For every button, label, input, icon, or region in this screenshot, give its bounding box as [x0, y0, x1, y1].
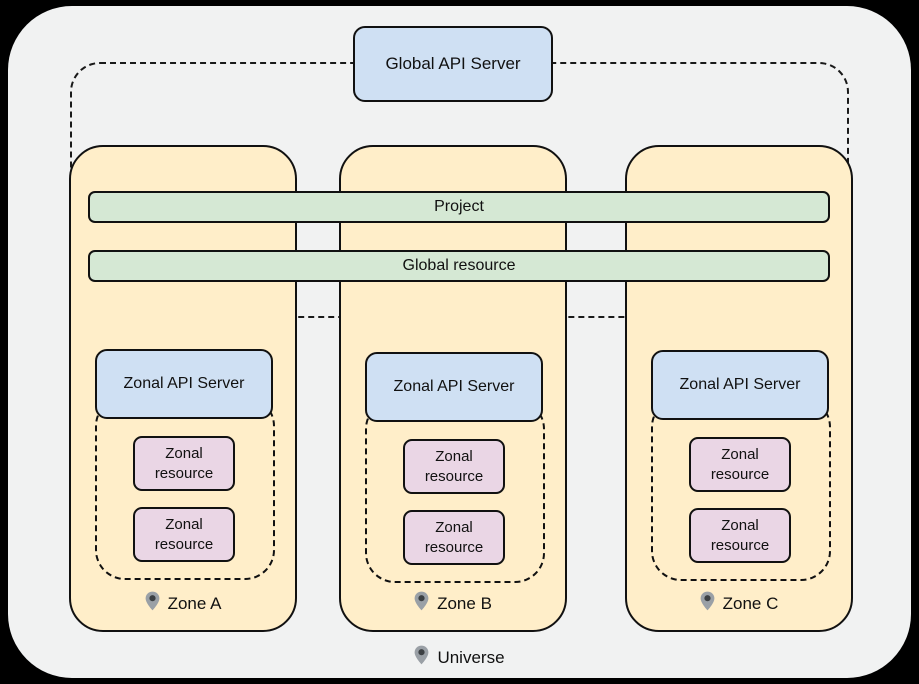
zonal-resource-line2: resource	[154, 535, 214, 553]
zonal-resource-line1: Zonal	[165, 445, 203, 462]
zonal-api-server-c[interactable]: Zonal API Server	[651, 350, 829, 420]
zonal-api-server-a[interactable]: Zonal API Server	[95, 349, 273, 419]
zonal-api-server-label: Zonal API Server	[123, 375, 245, 392]
project-bar-label: Project	[434, 198, 484, 215]
zonal-resource-c-2[interactable]: Zonal resource	[689, 508, 791, 563]
universe-label-text: Universe	[437, 647, 505, 667]
global-api-server[interactable]: Global API Server	[353, 26, 553, 102]
zonal-api-server-b[interactable]: Zonal API Server	[365, 352, 543, 422]
zonal-resource-line2: resource	[154, 464, 214, 482]
zone-container-b[interactable]: Zonal API Server Zonal resource Zonal re…	[339, 145, 567, 632]
zone-label-c: Zone C	[627, 591, 851, 616]
map-pin-icon	[145, 591, 160, 616]
project-bar[interactable]: Project	[88, 191, 830, 223]
zonal-resource-line1: Zonal	[721, 517, 759, 534]
zonal-resource-line1: Zonal	[435, 519, 473, 536]
zonal-resource-line2: resource	[710, 536, 770, 554]
zonal-resource-b-1[interactable]: Zonal resource	[403, 439, 505, 494]
zone-container-c[interactable]: Zonal API Server Zonal resource Zonal re…	[625, 145, 853, 632]
universe-label: Universe	[0, 645, 919, 670]
zonal-resource-b-2[interactable]: Zonal resource	[403, 510, 505, 565]
zonal-resource-line2: resource	[424, 467, 484, 485]
zonal-resource-c-1[interactable]: Zonal resource	[689, 437, 791, 492]
zonal-api-server-label: Zonal API Server	[393, 378, 515, 395]
global-api-server-label: Global API Server	[385, 53, 521, 73]
zone-label-text: Zone A	[167, 593, 222, 613]
global-resource-bar[interactable]: Global resource	[88, 250, 830, 282]
map-pin-icon	[414, 645, 429, 670]
zone-label-text: Zone B	[437, 593, 492, 613]
zonal-resource-line1: Zonal	[721, 446, 759, 463]
zone-label-b: Zone B	[341, 591, 565, 616]
zonal-resource-a-2[interactable]: Zonal resource	[133, 507, 235, 562]
zone-label-text: Zone C	[722, 593, 779, 613]
zone-container-a[interactable]: Zonal API Server Zonal resource Zonal re…	[69, 145, 297, 632]
zonal-resource-line1: Zonal	[165, 516, 203, 533]
zonal-api-server-label: Zonal API Server	[679, 376, 801, 393]
zone-label-a: Zone A	[71, 591, 295, 616]
global-resource-bar-label: Global resource	[402, 257, 516, 274]
zonal-resource-line2: resource	[424, 538, 484, 556]
zonal-resource-line2: resource	[710, 465, 770, 483]
map-pin-icon	[414, 591, 429, 616]
map-pin-icon	[700, 591, 715, 616]
zonal-resource-line1: Zonal	[435, 448, 473, 465]
zonal-resource-a-1[interactable]: Zonal resource	[133, 436, 235, 491]
